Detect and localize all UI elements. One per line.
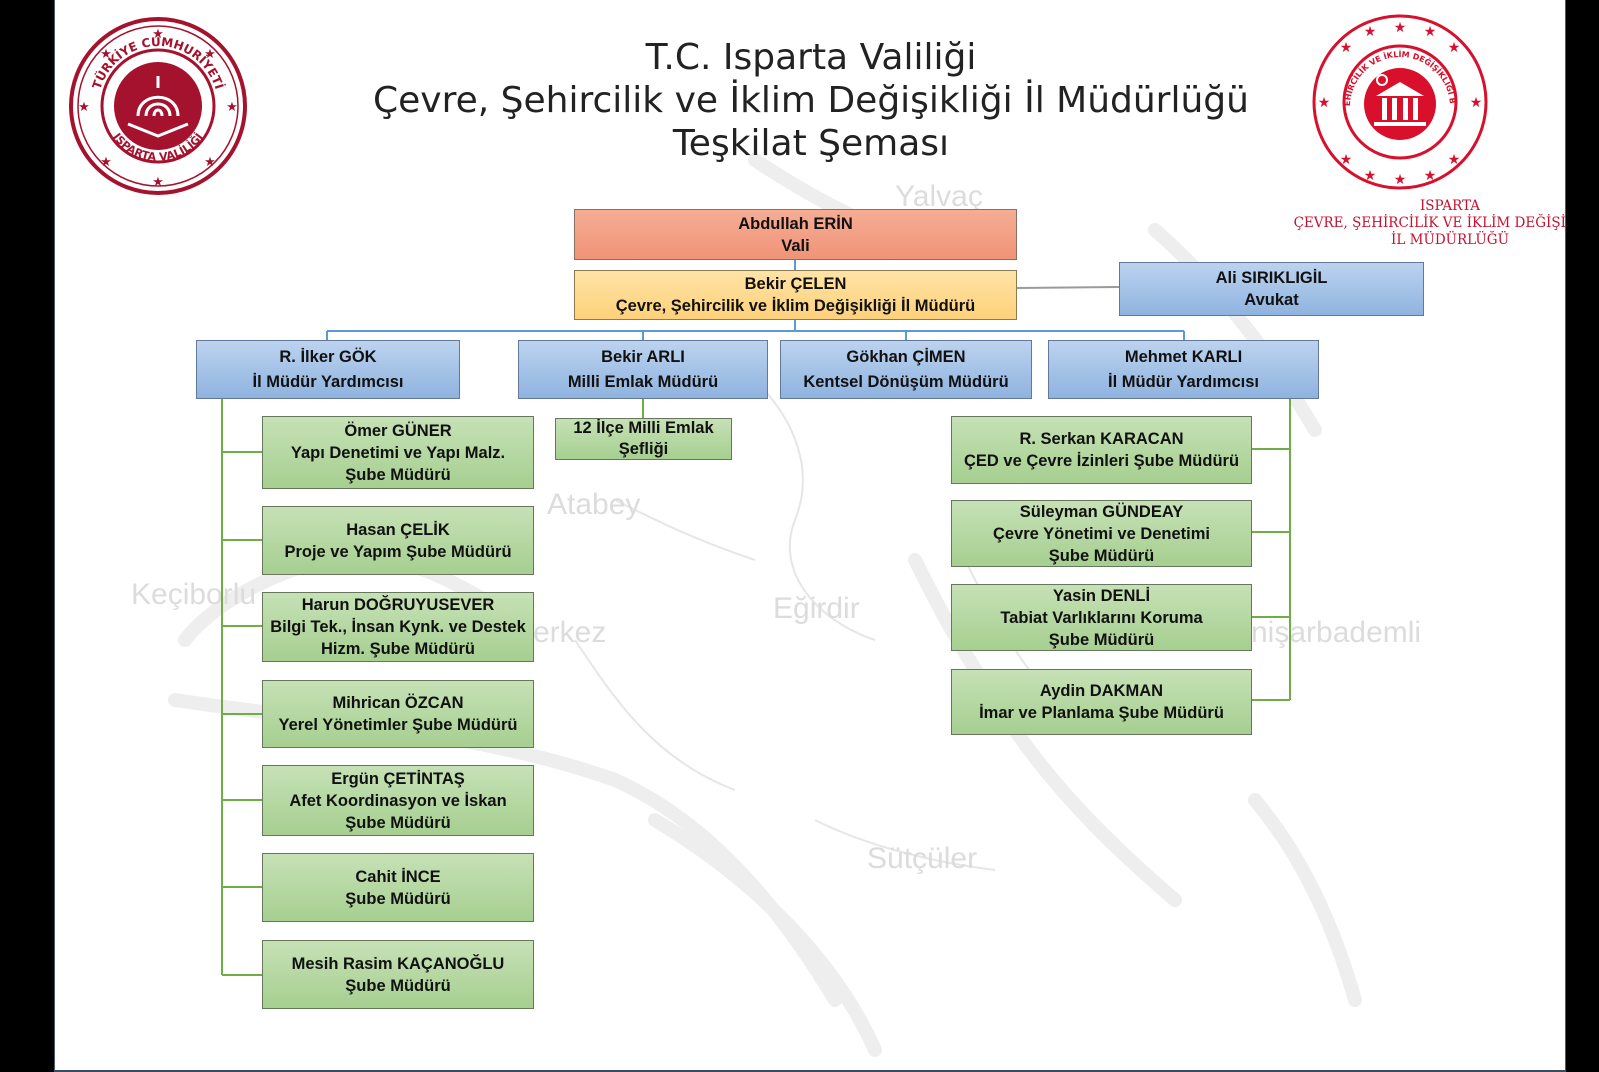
unit-name: Mesih Rasim KAÇANOĞLU	[291, 954, 505, 973]
unit-name: Ömer GÜNER	[344, 421, 452, 440]
deputy-director-right-box: Mehmet KARLI İl Müdür Yardımcısı	[1048, 340, 1319, 399]
svg-text:★: ★	[152, 175, 164, 190]
governor-box: Abdullah ERİN Vali	[574, 209, 1017, 260]
level2-name: R. İlker GÖK	[279, 347, 377, 366]
level2-title: Milli Emlak Müdürü	[567, 373, 719, 392]
unit-name: Cahit İNCE	[355, 867, 441, 886]
level2-name: Gökhan ÇİMEN	[846, 347, 966, 366]
map-label-gelendost: erkez	[533, 616, 607, 649]
title-line-3: Teşkilat Şeması	[672, 123, 950, 164]
svg-text:★: ★	[1318, 95, 1331, 111]
lawyer-title: Avukat	[1244, 291, 1299, 309]
svg-text:★: ★	[1394, 20, 1407, 36]
level2-title: İl Müdür Yardımcısı	[1108, 373, 1259, 392]
left-unit-box: Ergün ÇETİNTAŞ Afet Koordinasyon ve İska…	[262, 765, 534, 836]
svg-text:★: ★	[1340, 40, 1353, 56]
map-label-egirdir: Eğirdir	[773, 592, 860, 625]
map-label-keciborlu: Keçiborlu	[131, 578, 257, 611]
bakanlik-emblem-caption: ISPARTA ÇEVRE, ŞEHİRCİLİK VE İKLİM DEĞİŞ…	[1293, 198, 1566, 248]
map-label-atabey: Atabey	[547, 488, 641, 521]
unit-name: Hasan ÇELİK	[346, 520, 450, 539]
svg-text:★: ★	[78, 100, 90, 115]
right-unit-box: Aydin DAKMAN İmar ve Planlama Şube Müdür…	[951, 669, 1252, 735]
director-name: Bekir ÇELEN	[744, 275, 847, 293]
unit-name: Aydin DAKMAN	[1039, 682, 1164, 700]
kentsel-donusum-director-box: Gökhan ÇİMEN Kentsel Dönüşüm Müdürü	[780, 340, 1032, 399]
governor-name: Abdullah ERİN	[738, 214, 853, 233]
bakanlik-emblem: ★ ★ ★ ★ ★ ★ ★ ★ ★ ★ ★ ★ ÇEVRE, ŞEHİRCİLİ…	[1310, 12, 1488, 190]
svg-text:★: ★	[1394, 172, 1407, 188]
svg-text:★: ★	[1470, 95, 1483, 111]
map-label-sarkikaraagac: nişarbademli	[1251, 616, 1422, 649]
title-line-2: Çevre, Şehircilik ve İklim Değişikliği İ…	[373, 80, 1249, 121]
deputy-director-left-box: R. İlker GÖK İl Müdür Yardımcısı	[196, 340, 460, 399]
svg-text:★: ★	[1364, 168, 1377, 184]
left-unit-box: Hasan ÇELİK Proje ve Yapım Şube Müdürü	[262, 506, 534, 575]
level2-name: Bekir ARLI	[601, 347, 685, 366]
left-unit-box: Mesih Rasim KAÇANOĞLU Şube Müdürü	[262, 940, 534, 1009]
svg-text:★: ★	[1364, 24, 1377, 40]
unit-name: Mihrican ÖZCAN	[332, 694, 464, 712]
governor-title: Vali	[781, 236, 810, 255]
unit-name: R. Serkan KARACAN	[1019, 430, 1184, 448]
svg-text:★: ★	[1424, 24, 1437, 40]
connector-director-lawyer	[1016, 286, 1120, 289]
left-unit-box: Mihrican ÖZCAN Yerel Yönetimler Şube Müd…	[262, 680, 534, 748]
level2-name: Mehmet KARLI	[1124, 347, 1243, 366]
map-label-sutculer: Sütçüler	[867, 842, 978, 875]
svg-text:★: ★	[1424, 168, 1437, 184]
lawyer-name: Ali SIRIKLIGİL	[1215, 269, 1328, 287]
level2-title: İl Müdür Yardımcısı	[252, 373, 404, 392]
unit-name: Ergün ÇETİNTAŞ	[331, 769, 465, 788]
unit-name: Harun DOĞRUYUSEVER	[301, 596, 495, 614]
page-title: T.C. Isparta Valiliği Çevre, Şehircilik …	[55, 36, 1565, 165]
director-title: Çevre, Şehircilik ve İklim Değişikliği İ…	[615, 297, 976, 315]
unit-name: Yasin DENLİ	[1052, 586, 1151, 605]
svg-text:★: ★	[100, 47, 112, 62]
right-unit-box: R. Serkan KARACAN ÇED ve Çevre İzinleri …	[951, 416, 1252, 484]
org-chart-connectors	[221, 260, 1291, 976]
milli-emlak-unit-box: 12 İlçe Milli Emlak Şefliği	[555, 418, 732, 460]
svg-text:★: ★	[100, 155, 112, 170]
lawyer-box: Ali SIRIKLIGİL Avukat	[1119, 262, 1424, 316]
left-unit-box: Cahit İNCE Şube Müdürü	[262, 853, 534, 922]
svg-text:★: ★	[1340, 152, 1353, 168]
svg-text:★: ★	[204, 155, 216, 170]
svg-text:★: ★	[204, 47, 216, 62]
level2-title: Kentsel Dönüşüm Müdürü	[803, 373, 1009, 392]
title-line-1: T.C. Isparta Valiliği	[645, 37, 977, 78]
right-unit-box: Süleyman GÜNDEAY Çevre Yönetimi ve Denet…	[951, 500, 1252, 567]
left-unit-box: Ömer GÜNER Yapı Denetimi ve Yapı Malz. Ş…	[262, 416, 534, 489]
left-unit-box: Harun DOĞRUYUSEVER Bilgi Tek., İnsan Kyn…	[262, 592, 534, 662]
unit-name: Süleyman GÜNDEAY	[1019, 502, 1184, 521]
isparta-valiligi-emblem: ★ ★ ★ ★ ★ ★ ★ ★ TÜRKİYE CUMHURİYETİ ISPA…	[69, 17, 247, 195]
svg-text:★: ★	[152, 27, 164, 42]
map-label-yalvac: Yalvaç	[895, 180, 983, 213]
svg-text:★: ★	[1448, 152, 1461, 168]
right-unit-box: Yasin DENLİ Tabiat Varlıklarını Koruma Ş…	[951, 584, 1252, 651]
org-chart-slide: Yalvaç Atabey Keçiborlu erkez Eğirdir ni…	[54, 0, 1566, 1072]
svg-text:★: ★	[1448, 40, 1461, 56]
milli-emlak-director-box: Bekir ARLI Milli Emlak Müdürü	[518, 340, 768, 399]
svg-text:★: ★	[226, 100, 238, 115]
director-box: Bekir ÇELEN Çevre, Şehircilik ve İklim D…	[574, 270, 1017, 320]
